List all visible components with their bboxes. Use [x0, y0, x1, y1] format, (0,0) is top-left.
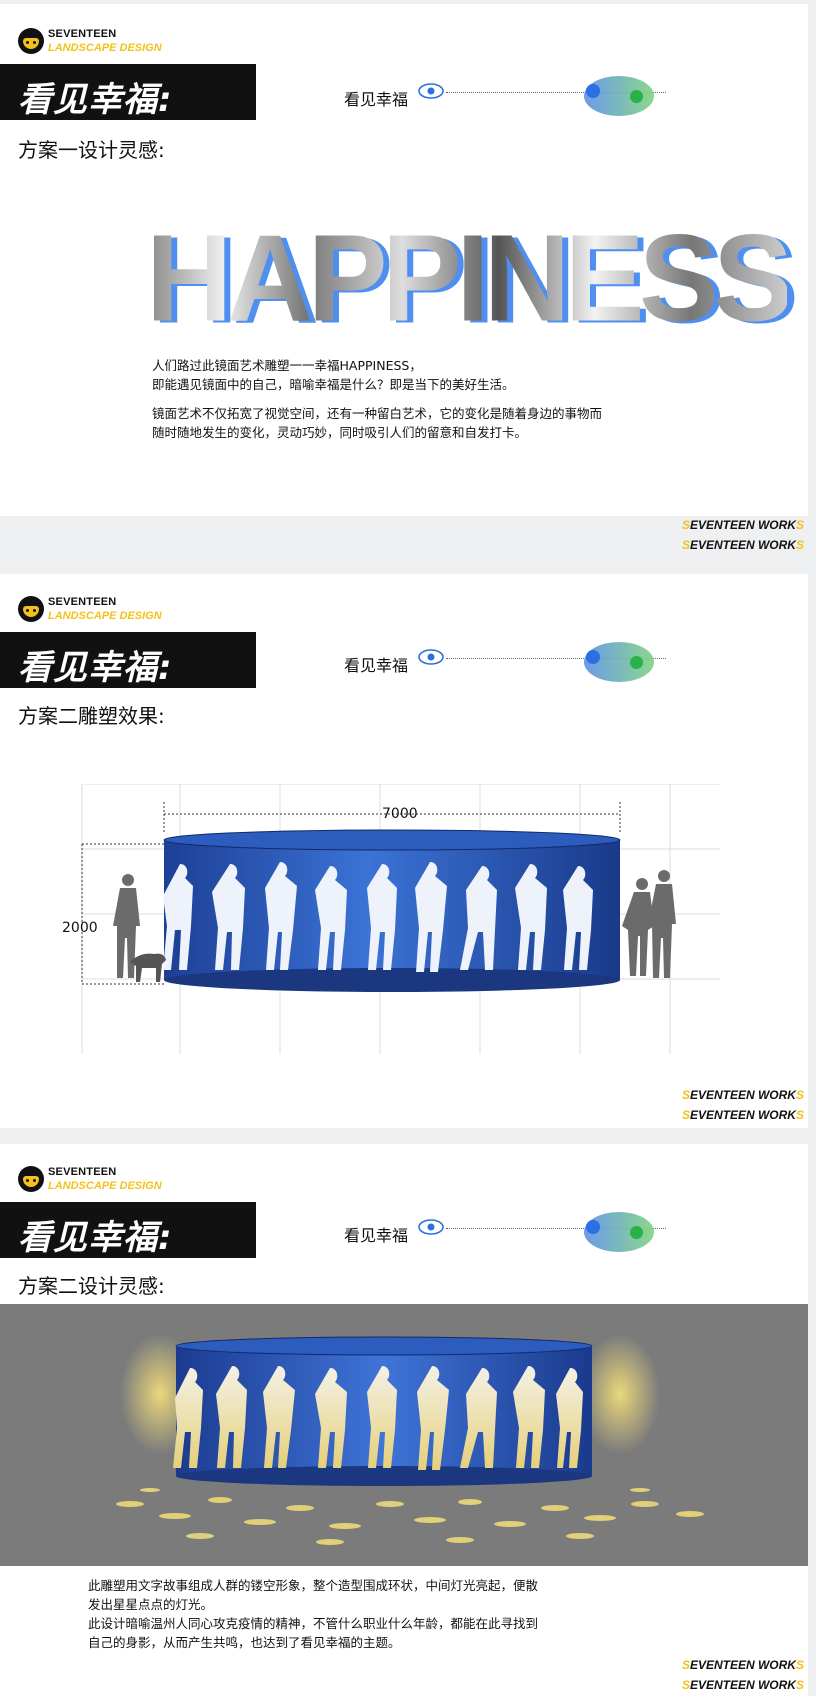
glowing-figure-cutouts — [173, 1366, 583, 1470]
works-prefix: S — [681, 1658, 690, 1672]
works-middle: EVENTEEN WORK — [689, 1108, 796, 1122]
text-line: 即能遇见镜面中的自己，暗喻幸福是什么？即是当下的美好生活。 — [152, 377, 515, 392]
green-dot-icon — [630, 1226, 643, 1239]
logo-face-icon — [18, 596, 44, 622]
panel-scheme-two-effect: SEVENTEEN LANDSCAPE DESIGN 看见幸福: 看见幸福 方案… — [0, 574, 808, 1128]
mini-title: 看见幸福 — [344, 656, 409, 675]
works-prefix: S — [681, 1108, 690, 1122]
works-suffix: S — [795, 518, 804, 532]
sculpture-elevation-drawing — [81, 784, 720, 1054]
text-line: 此雕塑用文字故事组成人群的镂空形象，整个造型围成环状，中间灯光亮起，便散 — [88, 1578, 539, 1593]
brand-line2: LANDSCAPE DESIGN — [48, 1180, 162, 1192]
text-line: 此设计暗喻温州人同心攻克疫情的精神，不管什么职业什么年龄，都能在此寻找到 — [88, 1616, 539, 1631]
eye-icon — [418, 83, 444, 99]
inspiration-paragraph: 此雕塑用文字故事组成人群的镂空形象，整个造型围成环状，中间灯光亮起，便散 发出星… — [88, 1576, 538, 1652]
logo-face-icon — [18, 28, 44, 54]
panel-scheme-two-inspiration: SEVENTEEN LANDSCAPE DESIGN 看见幸福: 看见幸福 方案… — [0, 1144, 808, 1696]
works-middle: EVENTEEN WORK — [689, 1658, 796, 1672]
brand-line1: SEVENTEEN — [48, 1166, 117, 1178]
text-line: 随时随地发生的变化，灵动巧妙，同时吸引人们的留意和自发打卡。 — [152, 425, 528, 440]
brand-logo: SEVENTEEN LANDSCAPE DESIGN — [18, 1164, 188, 1196]
brand-line2: LANDSCAPE DESIGN — [48, 610, 162, 622]
works-prefix: S — [681, 1678, 690, 1692]
works-suffix: S — [795, 1658, 804, 1672]
eye-icon — [418, 649, 444, 665]
brand-line2: LANDSCAPE DESIGN — [48, 42, 162, 54]
works-middle: EVENTEEN WORK — [689, 538, 796, 552]
green-dot-icon — [630, 90, 643, 103]
text-line: 自己的身影，从而产生共鸣，也达到了看见幸福的主题。 — [88, 1635, 401, 1650]
brand-line1: SEVENTEEN — [48, 28, 117, 40]
dotted-line — [446, 92, 666, 93]
paragraph-two: 镜面艺术不仅拓宽了视觉空间，还有一种留白艺术，它的变化是随着身边的事物而 随时随… — [152, 404, 602, 442]
works-middle: EVENTEEN WORK — [689, 518, 796, 532]
works-tag: SEVENTEEN WORKS — [682, 1088, 804, 1102]
paragraph-one: 人们路过此镜面艺术雕塑一一幸福HAPPINESS， 即能遇见镜面中的自己，暗喻幸… — [152, 356, 515, 394]
works-tag: SEVENTEEN WORKS — [682, 518, 804, 532]
text-line: 人们路过此镜面艺术雕塑一一幸福HAPPINESS， — [152, 358, 422, 373]
banner-text: 看见幸福: — [18, 1218, 173, 1258]
works-tag: SEVENTEEN WORKS — [682, 1658, 804, 1672]
works-suffix: S — [795, 1088, 804, 1102]
works-tag: SEVENTEEN WORKS — [682, 1108, 804, 1122]
works-tag: SEVENTEEN WORKS — [682, 1678, 804, 1692]
title-banner: 看见幸福: — [0, 1202, 256, 1258]
works-prefix: S — [681, 538, 690, 552]
works-suffix: S — [795, 1108, 804, 1122]
works-prefix: S — [681, 1088, 690, 1102]
brand-line1: SEVENTEEN — [48, 596, 117, 608]
section-subtitle: 方案一设计灵感: — [18, 138, 165, 162]
section-subtitle: 方案二设计灵感: — [18, 1274, 165, 1298]
mini-title: 看见幸福 — [344, 1226, 409, 1245]
width-dimension-label: 7000 — [382, 806, 418, 822]
brand-logo: SEVENTEEN LANDSCAPE DESIGN — [18, 594, 188, 626]
figure-cutouts — [163, 862, 593, 972]
human-silhouettes — [113, 870, 676, 982]
mini-title: 看见幸福 — [344, 90, 409, 109]
green-dot-icon — [630, 656, 643, 669]
dotted-line — [446, 658, 666, 659]
title-banner: 看见幸福: — [0, 632, 256, 688]
blue-dot-icon — [586, 84, 600, 98]
text-line: 发出星星点点的灯光。 — [88, 1597, 214, 1612]
dotted-line — [446, 1228, 666, 1229]
brand-logo: SEVENTEEN LANDSCAPE DESIGN — [18, 26, 188, 58]
works-middle: EVENTEEN WORK — [689, 1088, 796, 1102]
happiness-word: HAPPINESS — [146, 208, 793, 348]
panel-scheme-one: SEVENTEEN LANDSCAPE DESIGN 看见幸福: 看见幸福 方案… — [0, 4, 808, 516]
blue-dot-icon — [586, 650, 600, 664]
works-middle: EVENTEEN WORK — [689, 1678, 796, 1692]
banner-text: 看见幸福: — [18, 80, 173, 120]
text-line: 镜面艺术不仅拓宽了视觉空间，还有一种留白艺术，它的变化是随着身边的事物而 — [152, 406, 603, 421]
works-prefix: S — [681, 518, 690, 532]
blue-dot-icon — [586, 1220, 600, 1234]
happiness-shadow: HAPPINESS — [152, 218, 799, 342]
floor-light-spots — [116, 1488, 704, 1545]
section-subtitle: 方案二雕塑效果: — [18, 704, 165, 728]
night-render-image — [0, 1304, 808, 1566]
works-tag: SEVENTEEN WORKS — [682, 538, 804, 552]
banner-text: 看见幸福: — [18, 648, 173, 688]
eye-icon — [418, 1219, 444, 1235]
works-suffix: S — [795, 538, 804, 552]
works-suffix: S — [795, 1678, 804, 1692]
height-dimension-label: 2000 — [62, 920, 98, 936]
title-banner: 看见幸福: — [0, 64, 256, 120]
logo-face-icon — [18, 1166, 44, 1192]
